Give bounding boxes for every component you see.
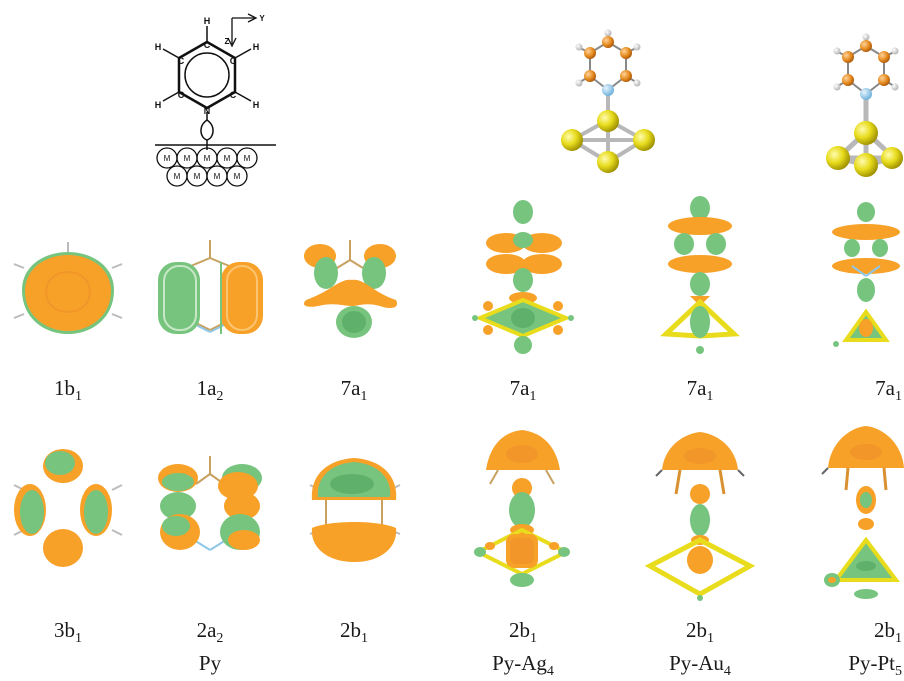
orbital-2a2-py xyxy=(158,456,262,551)
label-c-lr: C xyxy=(230,90,237,100)
aromatic-circle xyxy=(184,52,230,98)
orbital-2b1-py-ag4 xyxy=(473,430,571,587)
label-2b1-au4: 2b1 xyxy=(686,618,714,647)
model-py-ag4 xyxy=(561,29,655,173)
orbital-1a2-py xyxy=(158,240,263,334)
model-py-pt5 xyxy=(826,33,903,177)
orbital-2b1-py-pt5 xyxy=(821,426,904,599)
label-c-ur: C xyxy=(230,56,237,66)
label-h-ll: H xyxy=(155,100,162,110)
label-c-ll: C xyxy=(178,90,185,100)
label-c-top: C xyxy=(204,40,211,50)
label-2b1-py: 2b1 xyxy=(340,618,368,647)
orbital-2b1-py-au4 xyxy=(644,432,756,601)
metal-labels: M M M M M M M M M xyxy=(164,154,251,181)
coordinate-axes xyxy=(227,13,258,48)
label-h-ul: H xyxy=(155,42,162,52)
orbital-7a1-py-au4 xyxy=(660,196,740,354)
label-n: N xyxy=(204,106,211,116)
label-2a2: 2a2 xyxy=(196,618,224,647)
label-h-lr: H xyxy=(253,100,260,110)
system-label-py-pt5: Py-Pt5 xyxy=(848,651,902,680)
label-7a1-py: 7a1 xyxy=(340,376,368,405)
label-h-top: H xyxy=(204,16,211,26)
system-label-py-au4: Py-Au4 xyxy=(669,651,731,680)
orbital-2b1-py xyxy=(309,458,401,562)
label-h-ur: H xyxy=(253,42,260,52)
system-label-py: Py xyxy=(198,651,222,675)
orbital-1b1-py xyxy=(13,242,123,334)
lone-pair-lobe xyxy=(200,119,214,141)
label-1a2: 1a2 xyxy=(196,376,224,405)
pyridine-schematic xyxy=(155,13,276,187)
label-1b1: 1b1 xyxy=(54,376,82,405)
label-7a1-au4: 7a1 xyxy=(686,376,714,405)
metal-label: M xyxy=(224,154,231,163)
orbital-7a1-py-pt5 xyxy=(832,202,900,347)
metal-label: M xyxy=(204,154,211,163)
orbital-3b1-py xyxy=(13,449,123,567)
label-3b1: 3b1 xyxy=(54,618,82,647)
pyridine-ring-bonds xyxy=(177,40,237,110)
metal-label: M xyxy=(214,172,221,181)
label-c-ul: C xyxy=(178,56,185,66)
ch-bonds xyxy=(162,26,252,102)
schematic-atom-labels: H C C C C C N H H H H Z Y xyxy=(155,14,266,116)
metal-label: M xyxy=(184,154,191,163)
metal-atom-circles xyxy=(156,147,258,187)
metal-label: M xyxy=(164,154,171,163)
metal-label: M xyxy=(234,172,241,181)
orbital-7a1-py-ag4 xyxy=(472,200,574,354)
label-7a1-pt5: 7a1 xyxy=(875,376,902,405)
label-7a1-ag4: 7a1 xyxy=(509,376,537,405)
axis-z-label: Z xyxy=(225,37,230,46)
metal-label: M xyxy=(174,172,181,181)
label-2b1-ag4: 2b1 xyxy=(509,618,537,647)
metal-label: M xyxy=(194,172,201,181)
system-label-py-ag4: Py-Ag4 xyxy=(492,651,554,680)
orbital-7a1-py xyxy=(303,240,398,338)
label-2b1-pt5: 2b1 xyxy=(874,618,902,647)
axis-y-label: Y xyxy=(259,14,265,23)
metal-label: M xyxy=(244,154,251,163)
